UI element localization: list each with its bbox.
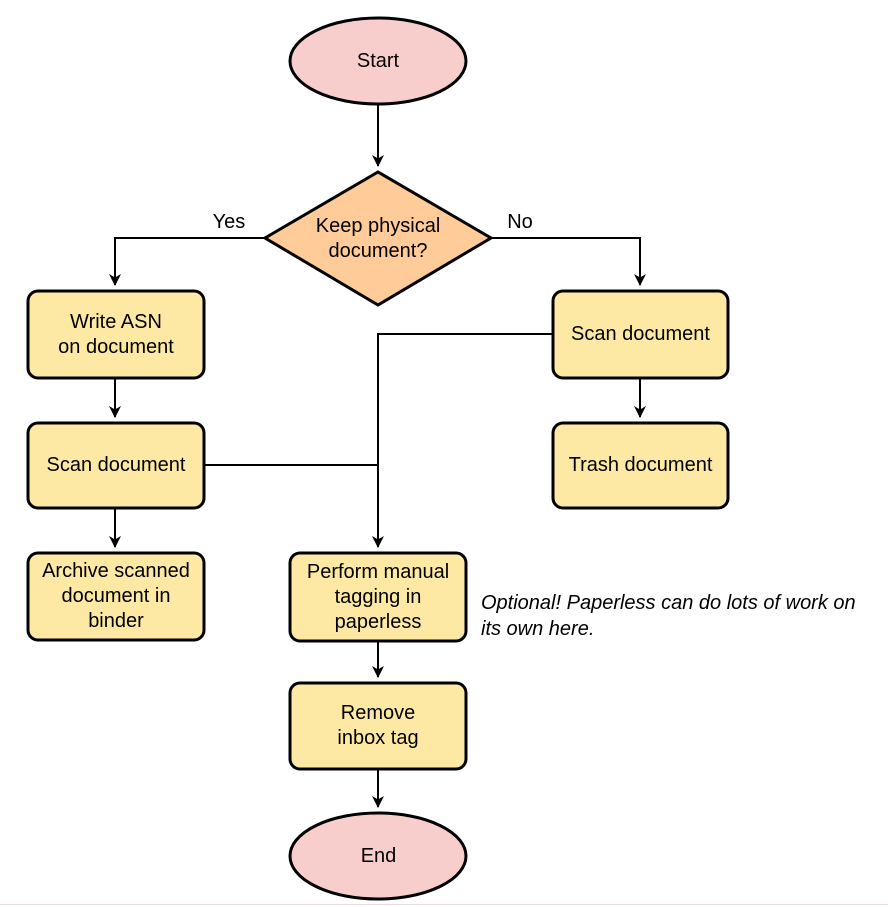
edge-decision-yes-to-write-asn xyxy=(109,237,265,286)
start-node-shape xyxy=(288,16,468,106)
remove-inbox-node-shape xyxy=(288,681,468,771)
bottom-divider xyxy=(0,904,888,905)
edge-scan-right-to-tagging xyxy=(372,333,553,548)
optional-note-text: Optional! Paperless can do lots of work … xyxy=(481,592,856,640)
archive-node-shape xyxy=(26,551,206,642)
scan-right-node-shape xyxy=(551,289,730,380)
edge-decision-no-to-scan-right xyxy=(491,237,646,286)
scan-left-node-shape xyxy=(26,421,206,510)
trash-node-shape xyxy=(551,421,730,510)
end-node-shape xyxy=(288,811,468,901)
decision-node-shape xyxy=(262,170,494,307)
write-asn-node-shape xyxy=(26,289,206,380)
tagging-node-shape xyxy=(288,551,468,643)
